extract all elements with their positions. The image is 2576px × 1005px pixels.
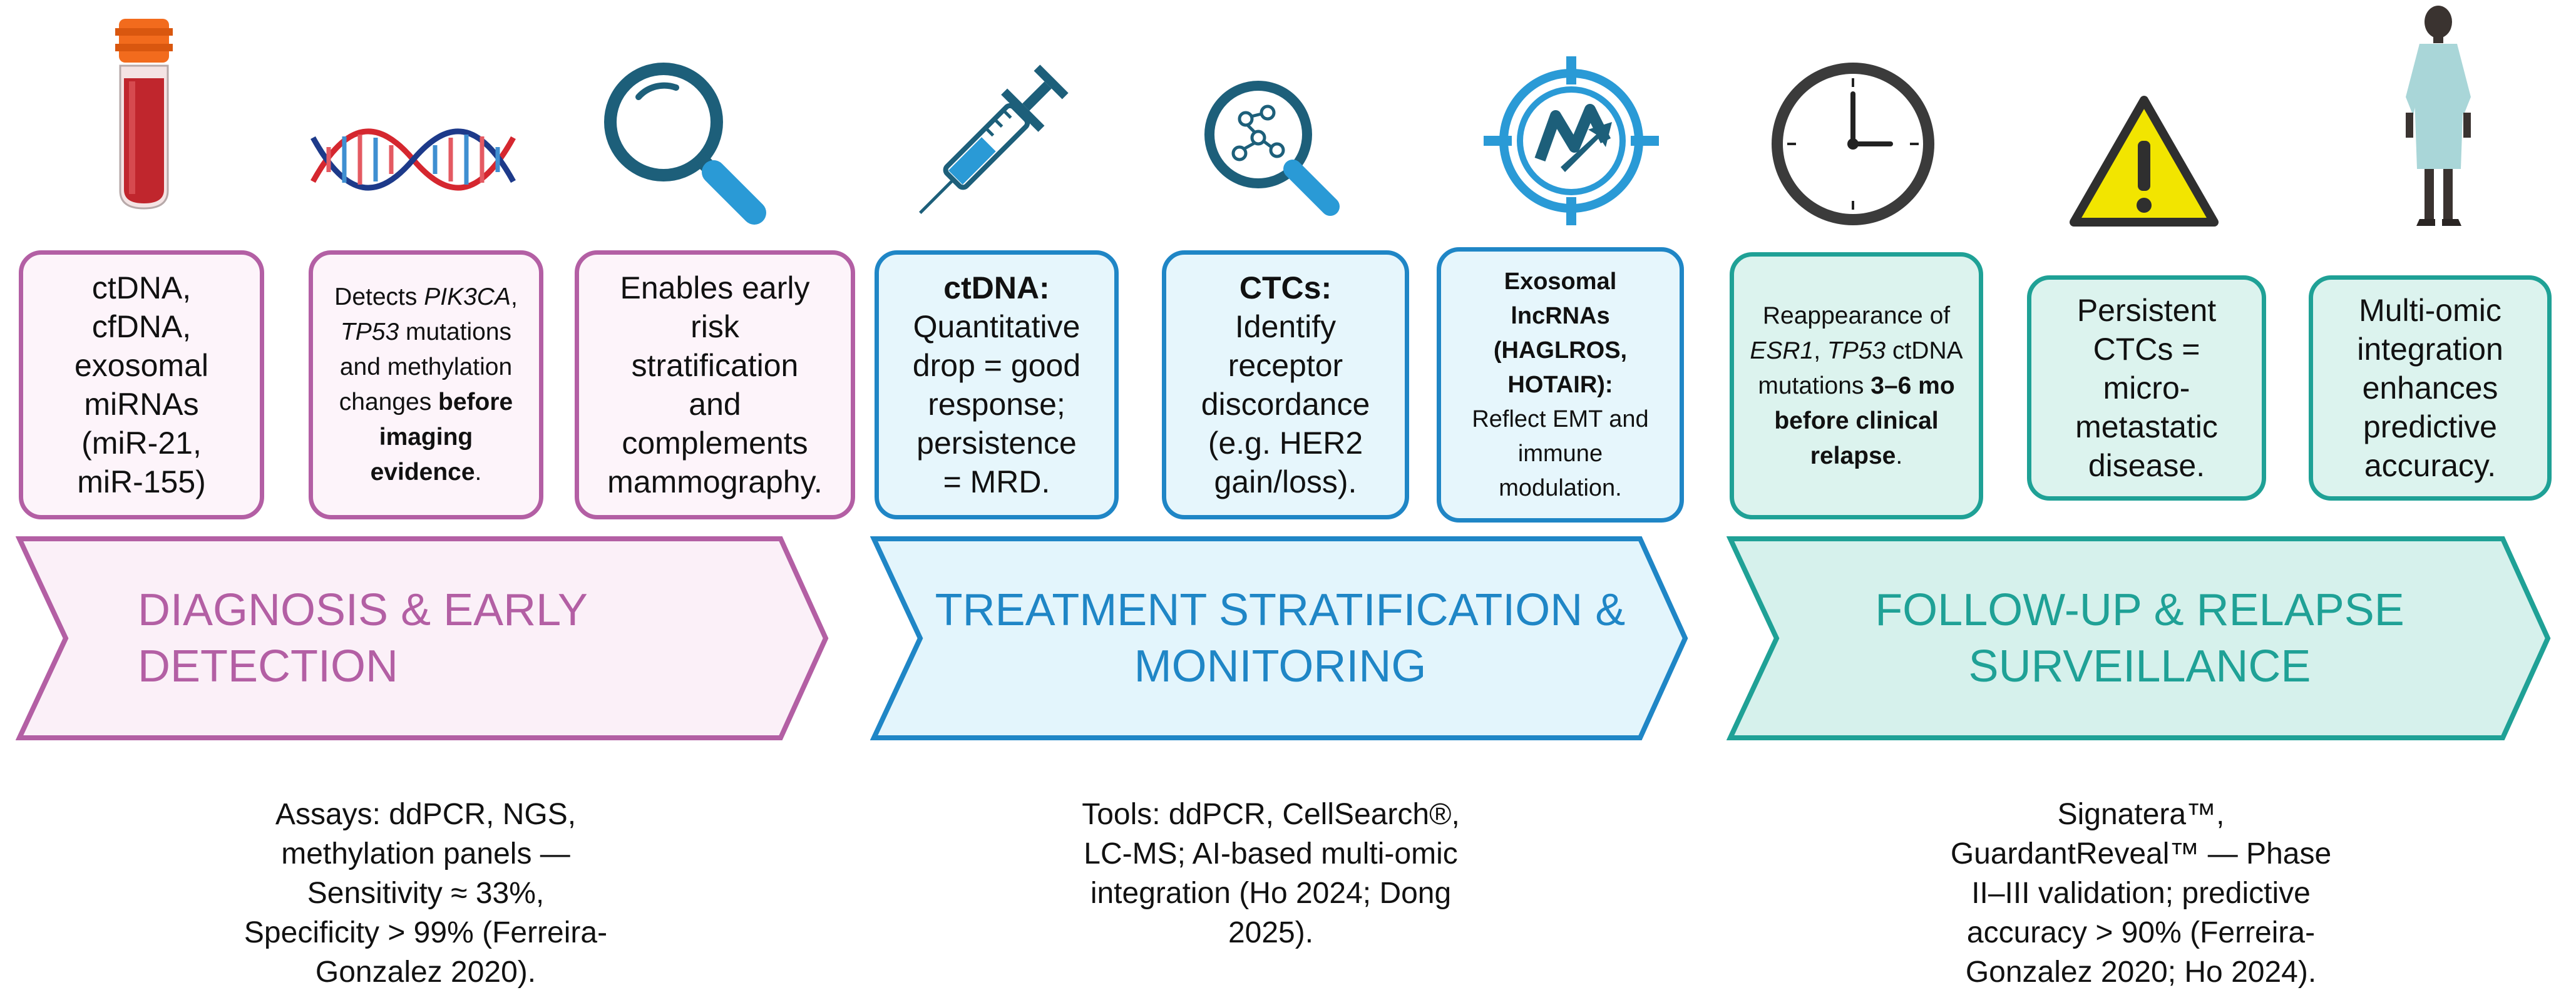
caption-followup: Signatera™, GuardantReveal™ — Phase II–I… [1950,798,2332,989]
box-ctcs-text: CTCs:Identify receptor discordance (e.g.… [1201,270,1370,499]
box-persistent-ctcs: Persistent CTCs = micro- metastatic dise… [2027,275,2266,501]
blood-tube-icon [115,19,173,210]
box-early-markers-text: ctDNA, cfDNA, exosomal miRNAs (miR-21, m… [74,270,208,499]
box-ctdna: ctDNA:Quantitative drop = good response;… [875,250,1119,519]
box-multiomic: Multi-omic integration enhances predicti… [2309,275,2552,501]
box-relapse-text: Reappearance of ESR1, TP53 ctDNA mutatio… [1750,302,1963,469]
phase-treatment-banner: TREATMENT STRATIFICATION & MONITORING [870,535,1690,742]
box-multiomic-text: Multi-omic integration enhances predicti… [2357,293,2503,483]
box-lncrnas-text: Exosomal lncRNAs (HAGLROS, HOTAIR):Refle… [1472,268,1649,501]
syringe-icon [919,64,1069,214]
target-icon [1484,56,1659,225]
box-lncrnas: Exosomal lncRNAs (HAGLROS, HOTAIR):Refle… [1437,247,1684,523]
caption-treatment: Tools: ddPCR, CellSearch®, LC-MS; AI-bas… [1082,798,1460,949]
phase-diagnosis-title: DIAGNOSIS & EARLY DETECTION [138,585,588,691]
box-persistent-text: Persistent CTCs = micro- metastatic dise… [2075,293,2218,483]
box-detection: Detects PIK3CA,TP53 mutations and methyl… [309,250,543,519]
molecule-magnifier-icon [1204,81,1340,216]
clock-icon [1772,63,1934,225]
box-detection-text: Detects PIK3CA,TP53 mutations and methyl… [334,283,518,486]
patient-icon [2406,6,2471,226]
box-ctdna-text: ctDNA:Quantitative drop = good response;… [912,270,1081,499]
phase-followup-title: FOLLOW-UP & RELAPSE SURVEILLANCE [1875,585,2404,691]
box-early-markers: ctDNA, cfDNA, exosomal miRNAs (miR-21, m… [19,250,264,519]
box-risk-text: Enables early risk stratification and co… [607,270,823,499]
box-ctcs: CTCs:Identify receptor discordance (e.g.… [1162,250,1409,519]
box-relapse-mutations: Reappearance of ESR1, TP53 ctDNA mutatio… [1730,252,1983,519]
box-risk-stratification: Enables early risk stratification and co… [575,250,855,519]
magnifier-icon [604,63,766,225]
warning-icon [2070,96,2219,227]
phase-treatment-title: TREATMENT STRATIFICATION & MONITORING [935,585,1626,691]
dna-helix-icon [310,128,516,191]
phase-diagnosis-banner: DIAGNOSIS & EARLY DETECTION [16,535,829,742]
phase-followup-banner: FOLLOW-UP & RELAPSE SURVEILLANCE [1727,535,2553,742]
caption-diagnosis: Assays: ddPCR, NGS, methylation panels —… [244,798,608,989]
